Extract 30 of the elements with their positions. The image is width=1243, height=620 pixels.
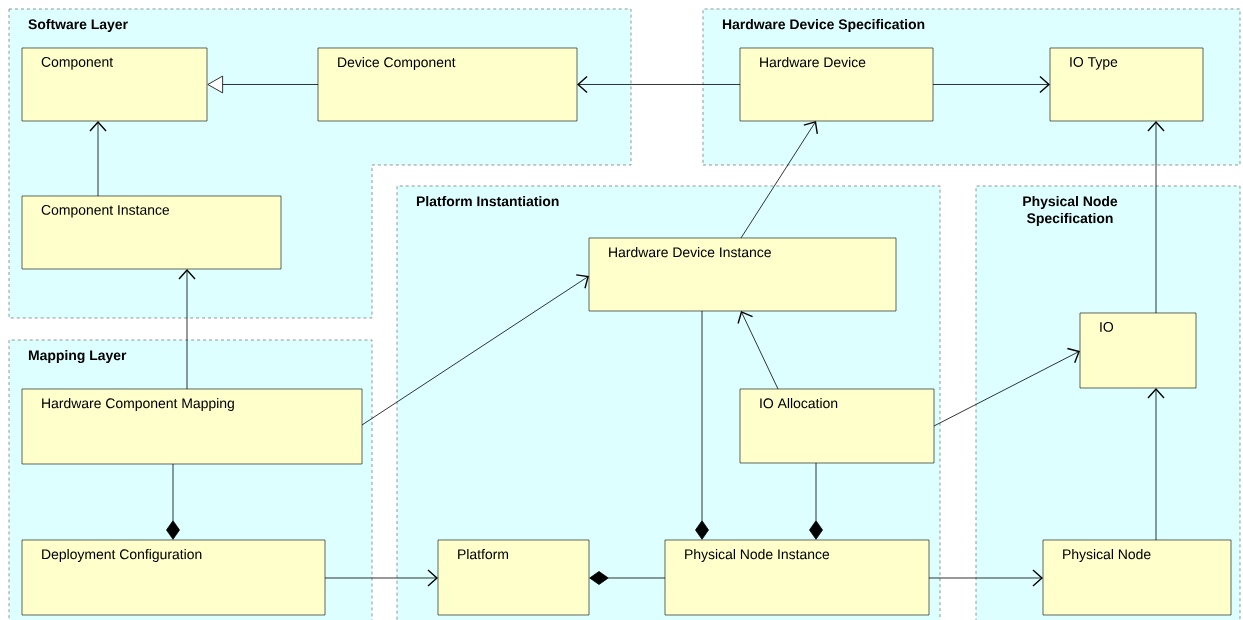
arrow [361, 274, 589, 426]
arrow [178, 269, 196, 390]
arrow [933, 347, 1080, 427]
class-box: IO Type [1049, 47, 1204, 122]
arrow [89, 121, 107, 197]
class-box: Hardware Device [739, 47, 934, 122]
arrow [1147, 121, 1165, 314]
composition-line [695, 310, 709, 540]
class-box: IO [1079, 312, 1197, 389]
composition-line [166, 463, 180, 540]
class-box: Component Instance [21, 195, 282, 270]
class-box: Device Component [317, 47, 578, 122]
class-box: Hardware Component Mapping [21, 388, 363, 465]
arrow [737, 311, 779, 390]
class-box: Component [21, 47, 208, 122]
arrow [740, 121, 819, 239]
arrow [1147, 388, 1165, 541]
class-box: Platform [437, 539, 590, 616]
class-box: Physical Node [1042, 539, 1232, 616]
class-box: Deployment Configuration [21, 539, 326, 616]
composition-line [809, 462, 823, 540]
class-box: IO Allocation [739, 388, 935, 464]
composition-line [589, 571, 666, 585]
class-box: Physical Node Instance [664, 539, 930, 616]
arrow [928, 569, 1043, 587]
arrow [324, 569, 438, 587]
arrow [207, 75, 319, 94]
class-box: Hardware Device Instance [588, 237, 897, 312]
arrow [577, 75, 741, 94]
arrow [932, 75, 1050, 94]
